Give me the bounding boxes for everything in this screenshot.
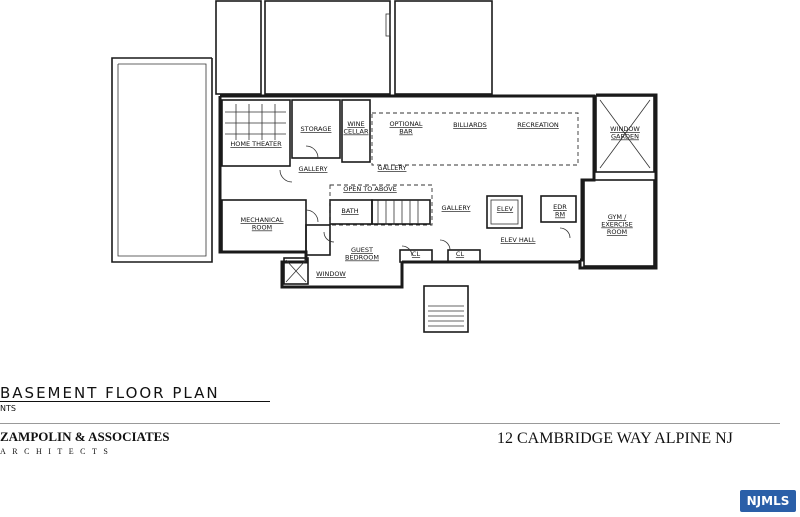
room-label-storage: STORAGE [301,125,332,133]
room-label-line: ROOM [252,224,272,232]
divider [0,423,780,424]
room-label-line: STORAGE [301,125,332,133]
room-label-closet-1: CL [412,250,421,258]
door-swings [279,145,571,257]
room-label-line: GUEST [351,246,373,254]
room-label-recreation: RECREATION [517,121,559,129]
room-label-elev-hall: ELEV HALL [501,236,536,244]
room-label-line: EDR [553,203,567,211]
room-label-elev: ELEV [497,205,514,213]
room-label-closet-2: CL [456,250,465,258]
room-label-gallery-top: GALLERY [378,164,407,172]
room-label-home-theater: HOME THEATER [230,140,282,148]
room-label-line: ROOM [607,228,627,236]
room-label-line: GALLERY [299,165,328,173]
room-label-line: GARDEN [611,133,639,141]
room-label-bath: BATH [341,207,358,215]
room-label-gallery-left: GALLERY [299,165,328,173]
room-label-billiards: BILLIARDS [453,121,487,129]
plan-title: BASEMENT FLOOR PLAN [0,384,220,402]
room-label-line: GALLERY [378,164,407,172]
room-label-line: BATH [341,207,358,215]
firm-name: ZAMPOLIN & ASSOCIATES [0,429,170,444]
room-label-line: WINDOW [610,125,640,133]
room-label-line: CL [456,250,465,258]
upper-structures [215,0,493,95]
room-label-line: WINDOW [316,270,346,278]
room-label-line: BAR [399,128,413,136]
firm-subtitle: ARCHITECTS [0,447,115,456]
room-label-line: ELEV HALL [501,236,536,244]
room-label-line: CELLAR [343,128,368,136]
room-label-line: OPTIONAL [390,120,423,128]
room-label-line: GALLERY [442,204,471,212]
room-label-line: BILLIARDS [453,121,487,129]
room-label-line: HOME THEATER [230,140,282,148]
scale-note: NTS [0,404,16,413]
property-address: 12 CAMBRIDGE WAY ALPINE NJ [497,430,733,447]
title-underline [0,401,270,402]
room-label-open-to-above: OPEN TO ABOVE [343,185,397,193]
room-label-window: WINDOW [316,270,346,278]
watermark-badge: NJMLS [740,490,796,512]
room-label-line: RM [555,211,565,219]
room-label-line: GYM / [608,213,627,221]
room-label-line: RECREATION [517,121,559,129]
room-label-line: EXERCISE [601,221,633,229]
room-label-line: ELEV [497,205,514,213]
interior-walls [221,95,655,333]
room-label-line: OPEN TO ABOVE [343,185,397,193]
room-label-line: MECHANICAL [241,216,284,224]
room-label-gallery-right: GALLERY [442,204,471,212]
room-label-line: CL [412,250,421,258]
left-unexcavated [111,57,213,263]
room-label-line: WINE [347,120,364,128]
room-label-line: BEDROOM [345,254,379,262]
